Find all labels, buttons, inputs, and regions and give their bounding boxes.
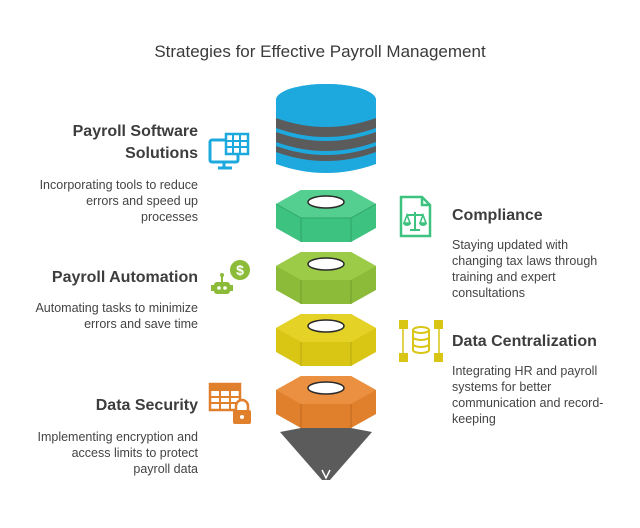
stack-nut-green	[275, 190, 377, 242]
automation-heading: Payroll Automation	[51, 269, 198, 286]
compliance-heading: Compliance	[452, 207, 543, 224]
compliance-description: Staying updated with changing tax laws t…	[452, 238, 598, 300]
stack-nut-orange	[276, 376, 376, 428]
document-scale-icon	[399, 195, 432, 238]
robot-dollar-icon: $	[211, 260, 250, 294]
stack-nut-lime	[276, 252, 376, 304]
software-heading: Payroll Software Solutions	[72, 123, 198, 162]
security-description: Implementing encryption and access limit…	[37, 430, 198, 476]
centralization-heading: Data Centralization	[452, 333, 597, 350]
page-title: Strategies for Effective Payroll Managem…	[154, 42, 486, 61]
automation-description: Automating tasks to minimize errors and …	[35, 301, 198, 331]
software-description: Incorporating tools to reduce errors and…	[39, 178, 198, 224]
centralization-description: Integrating HR and payroll systems for b…	[452, 364, 604, 426]
stack-cone-tip	[280, 428, 372, 480]
security-heading: Data Security	[95, 397, 198, 414]
stack-nut-yellow	[276, 314, 376, 366]
svg-text:$: $	[236, 262, 244, 278]
table-lock-icon	[208, 382, 251, 424]
database-network-icon	[399, 320, 443, 362]
stack-cylinder-blue	[276, 84, 376, 173]
computer-grid-icon	[208, 132, 250, 170]
